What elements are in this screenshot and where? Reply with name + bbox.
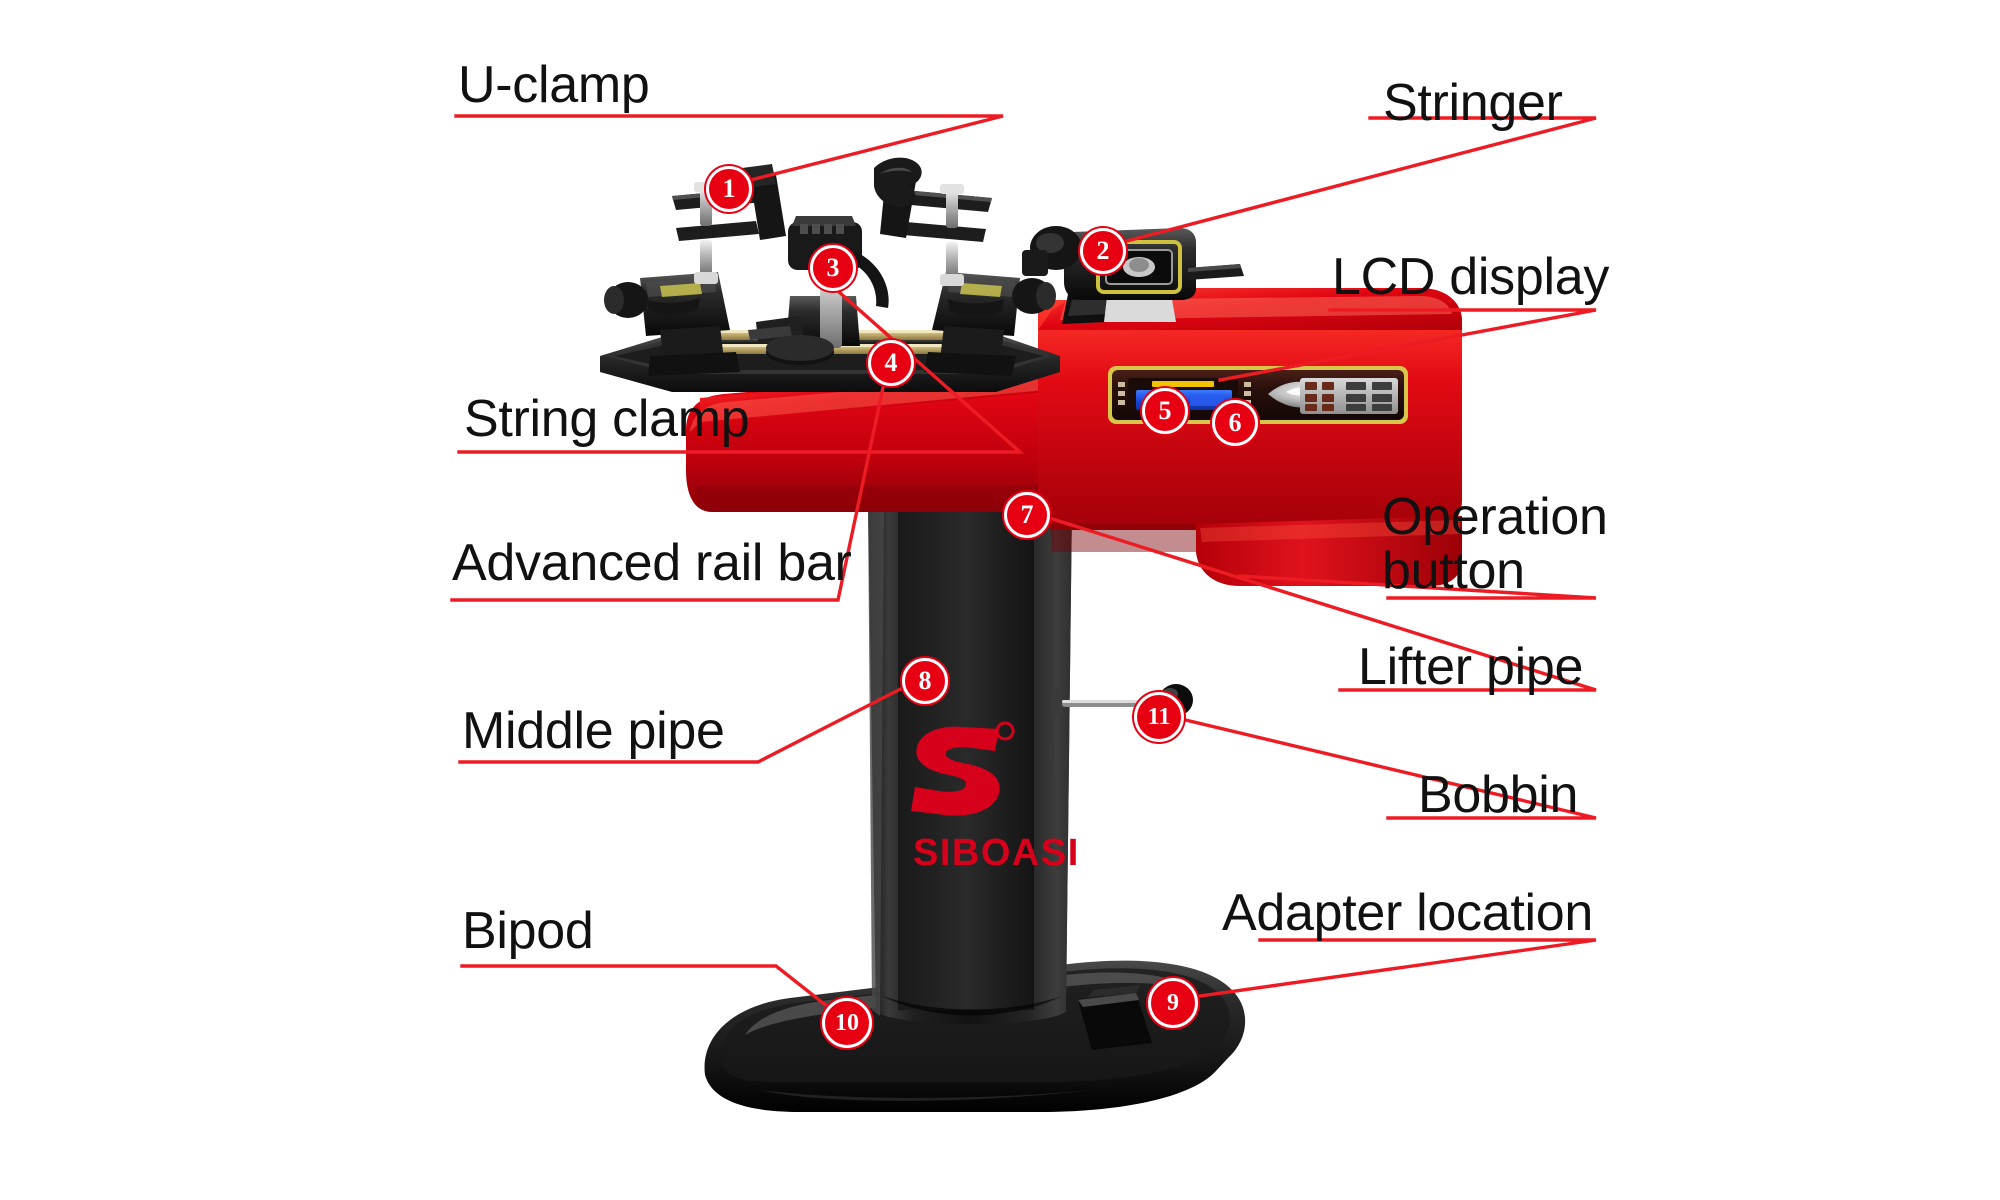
label-string-clamp: String clamp: [464, 390, 750, 448]
label-adapter-location: Adapter location: [1222, 884, 1594, 942]
callout-marker-4[interactable]: 4: [868, 340, 914, 386]
label-bipod: Bipod: [462, 902, 594, 960]
callout-marker-2[interactable]: 2: [1080, 228, 1126, 274]
callout-marker-5[interactable]: 5: [1142, 388, 1188, 434]
callout-marker-7[interactable]: 7: [1004, 492, 1050, 538]
label-bobbin: Bobbin: [1418, 766, 1579, 824]
callout-marker-6[interactable]: 6: [1212, 400, 1258, 446]
callout-marker-8[interactable]: 8: [902, 658, 948, 704]
callout-marker-10[interactable]: 10: [822, 998, 872, 1048]
label-lifter-pipe: Lifter pipe: [1358, 638, 1584, 696]
callout-marker-11[interactable]: 11: [1134, 692, 1184, 742]
label-lcd-display: LCD display: [1332, 248, 1610, 306]
label-advanced-rail-bar: Advanced rail bar: [452, 534, 852, 592]
label-operation-button-line2: button: [1382, 542, 1525, 601]
svg-text:SIBOASI: SIBOASI: [913, 832, 1080, 874]
label-operation-button-line1: Operation: [1382, 488, 1608, 546]
label-u-clamp: U-clamp: [458, 56, 650, 114]
adapter-location-plate: [1078, 985, 1152, 1050]
callout-marker-9[interactable]: 9: [1148, 978, 1198, 1028]
callout-marker-3[interactable]: 3: [810, 245, 856, 291]
label-middle-pipe: Middle pipe: [462, 702, 725, 760]
label-stringer: Stringer: [1383, 74, 1563, 132]
siboasi-logo: SIBOASI: [911, 721, 1080, 874]
callout-marker-1[interactable]: 1: [706, 166, 752, 212]
operation-button-keypad: [1300, 378, 1398, 414]
